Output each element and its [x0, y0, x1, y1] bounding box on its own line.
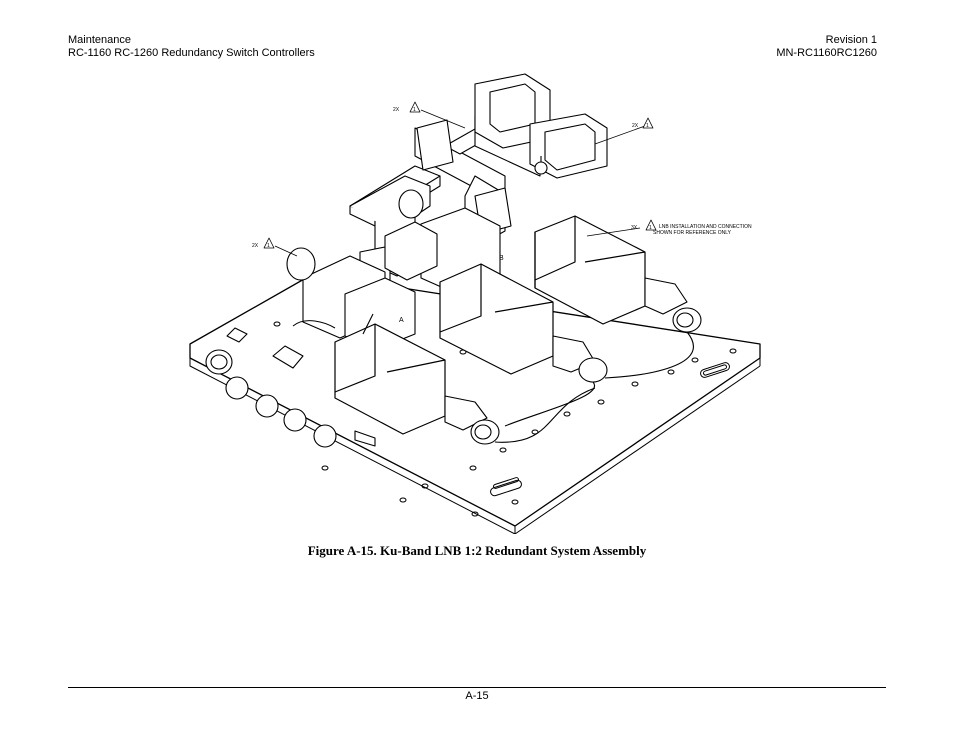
callout-leaders	[263, 101, 657, 257]
header-revision: Revision 1	[825, 34, 877, 46]
bulkhead-connectors	[205, 313, 376, 448]
header-section-title: Maintenance	[68, 34, 131, 46]
header-document-title: RC-1160 RC-1260 Redundancy Switch Contro…	[68, 47, 315, 59]
page-header-right: Revision 1 MN-RC1160RC1260	[776, 34, 877, 60]
callout-3-number: 1	[267, 243, 270, 249]
callout-1-count: 2X	[393, 107, 400, 113]
header-document-number: MN-RC1160RC1260	[776, 47, 877, 59]
callout-2-number: 1	[646, 123, 649, 129]
callout-2-count: 2X	[632, 123, 639, 129]
assembly-drawing-svg: 2X 1 2X 1 2X 1 3X 1 LNB INSTALLATION AND…	[189, 73, 761, 535]
plate-slots	[490, 362, 730, 497]
lnb-connectors	[444, 277, 702, 445]
page-header-left: Maintenance RC-1160 RC-1260 Redundancy S…	[68, 34, 315, 60]
callout-4-text-line2: SHOWN FOR REFERENCE ONLY	[653, 230, 732, 236]
callout-4-text-line1: LNB INSTALLATION AND CONNECTION	[659, 224, 752, 230]
figure-caption: Figure A-15. Ku-Band LNB 1:2 Redundant S…	[307, 543, 647, 558]
callout-4-number: 1	[649, 225, 652, 231]
page-number: A-15	[465, 690, 489, 702]
footer-rule	[68, 687, 886, 688]
label-b: B	[499, 255, 504, 262]
assembly-drawing: 2X 1 2X 1 2X 1 3X 1 LNB INSTALLATION AND…	[175, 66, 777, 535]
callout-numbers: 2X 1 2X 1 2X 1 3X 1 LNB INSTALLATION AND…	[252, 107, 752, 324]
lnb-modules	[334, 215, 646, 435]
label-a: A	[399, 317, 404, 324]
callout-4-count: 3X	[631, 225, 638, 231]
callout-3-count: 2X	[252, 243, 259, 249]
callout-1-number: 1	[413, 107, 416, 113]
